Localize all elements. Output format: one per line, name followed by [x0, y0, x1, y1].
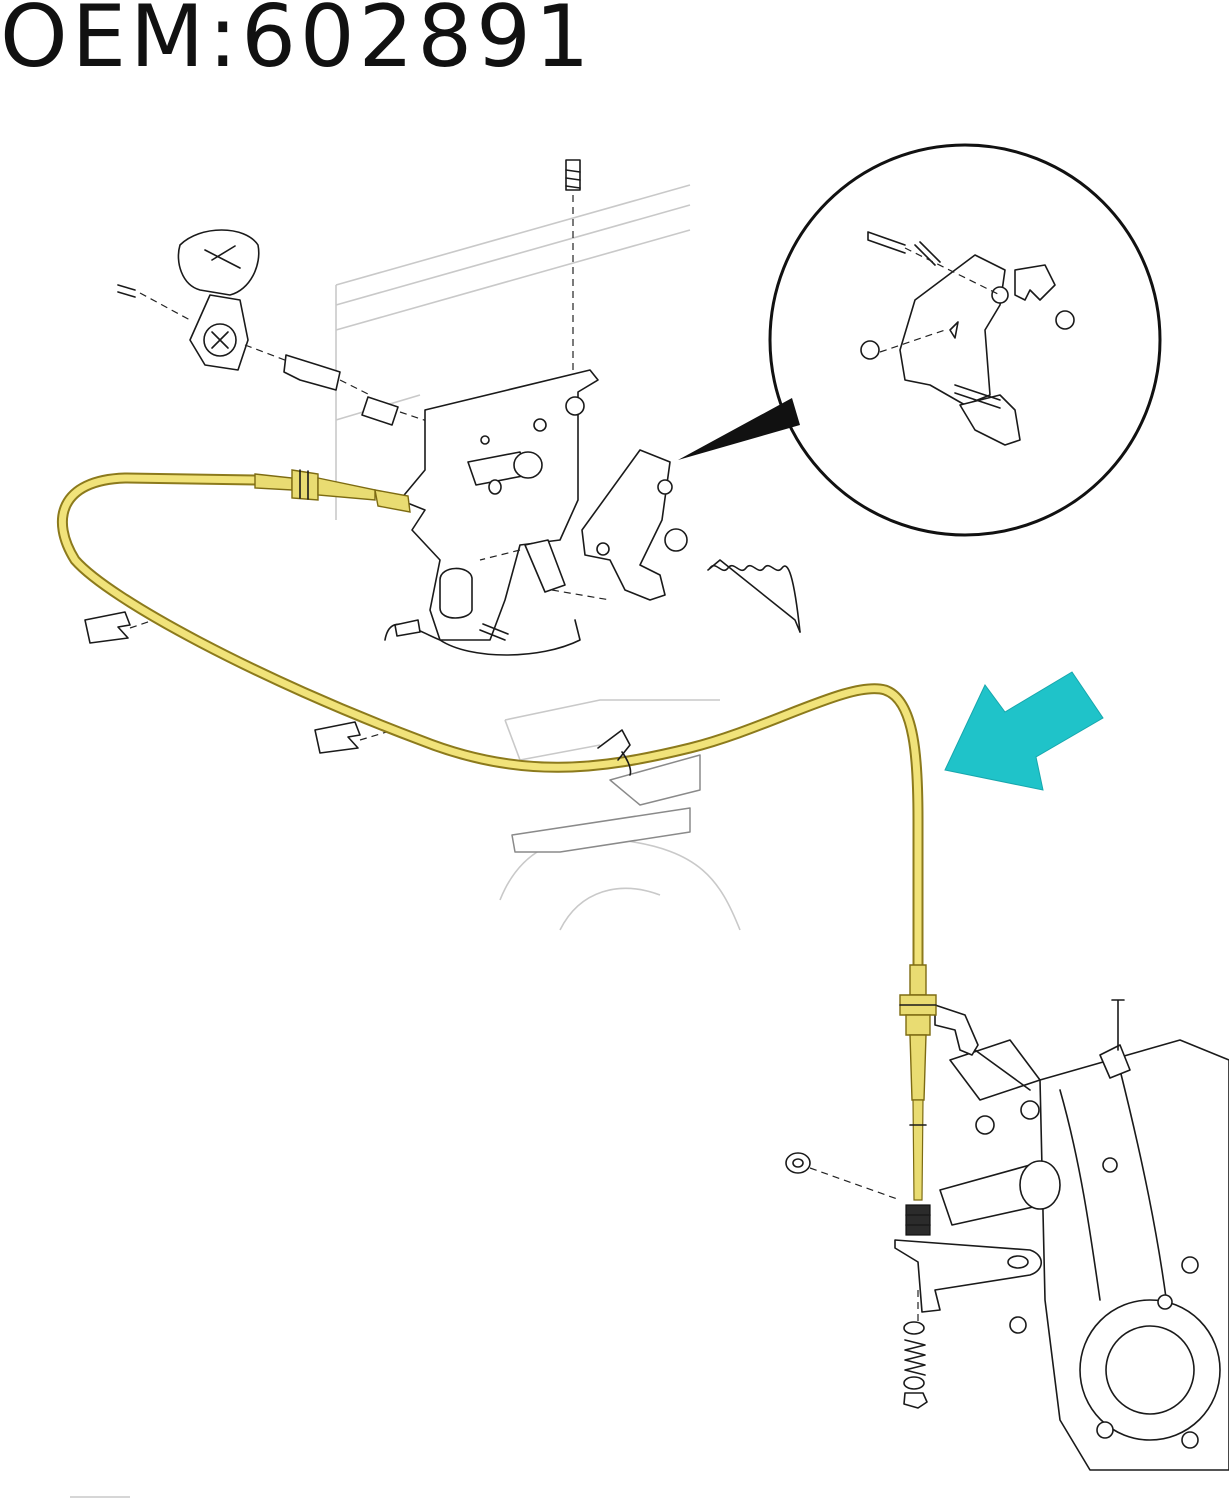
cyan-arrow-icon [944, 671, 1104, 791]
oem-part-number: OEM:602891 [0, 0, 594, 87]
throttle-cable [56, 469, 937, 1201]
detail-zoom-circle [678, 143, 1162, 537]
shifter-assembly [84, 159, 801, 754]
transmission-assembly [785, 999, 1229, 1471]
